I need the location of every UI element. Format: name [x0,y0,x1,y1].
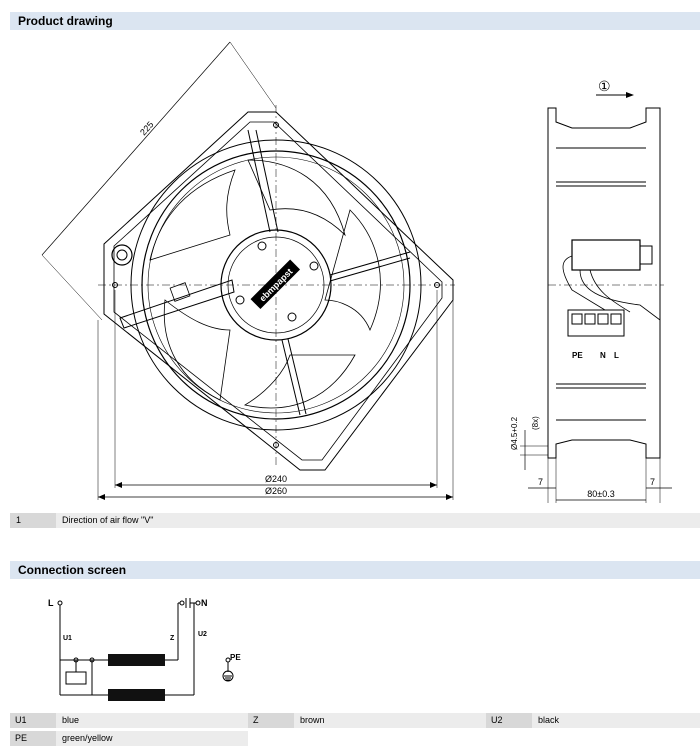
legend-text: Direction of air flow "V" [62,515,154,525]
wire-value-z: brown [294,713,486,728]
terminal-label-n: N [600,351,606,360]
section-title: Product drawing [18,14,113,28]
fan-front-view [41,41,455,500]
wire-value-pe: green/yellow [56,731,248,746]
side-dim-hole-count: (8x) [531,416,540,430]
wire-U1-label: U1 [63,635,72,642]
dim-inner-label: Ø240 [265,474,287,484]
product-drawing: ebmpapst 225 Ø240 Ø260 [41,41,672,503]
legend-row: 1 Direction of air flow "V" [10,513,700,528]
wire-table-row: U1 blue Z brown U2 black [10,713,700,728]
wire-key-z: Z [248,713,294,728]
wire-table-row: PE green/yellow [10,731,248,746]
wire-value-u2: black [532,713,700,728]
section-title: Connection screen [18,563,127,577]
side-dim-80: 80±0.3 [587,489,614,499]
connection-schematic: L N U1 Z U2 PE [48,598,241,701]
section-header-connection-screen: Connection screen [10,561,700,579]
terminal-PE-label: PE [230,653,241,662]
terminal-L-label: L [48,598,54,608]
side-dim-hole: Ø4.5+0.2 [510,416,519,450]
fan-side-view [520,94,672,503]
dim-outer-label: Ø260 [265,486,287,496]
dim-diagonal-label: 225 [138,119,155,137]
legend-number: 1 [10,513,56,528]
wire-value-u1: blue [56,713,248,728]
wire-Z-label: Z [170,635,175,642]
side-dim-7-right: 7 [650,477,655,487]
side-dim-7-left: 7 [538,477,543,487]
wire-U2-label: U2 [198,631,207,638]
flow-marker: ① [598,78,611,94]
terminal-label-l: L [614,351,619,360]
wire-key-pe: PE [10,731,56,746]
section-header-product-drawing: Product drawing [10,12,700,30]
wire-key-u2: U2 [486,713,532,728]
ebmpapst-logo: ebmpapst [250,259,301,310]
wire-key-u1: U1 [10,713,56,728]
terminal-label-pe: PE [572,351,583,360]
terminal-N-label: N [201,598,208,608]
